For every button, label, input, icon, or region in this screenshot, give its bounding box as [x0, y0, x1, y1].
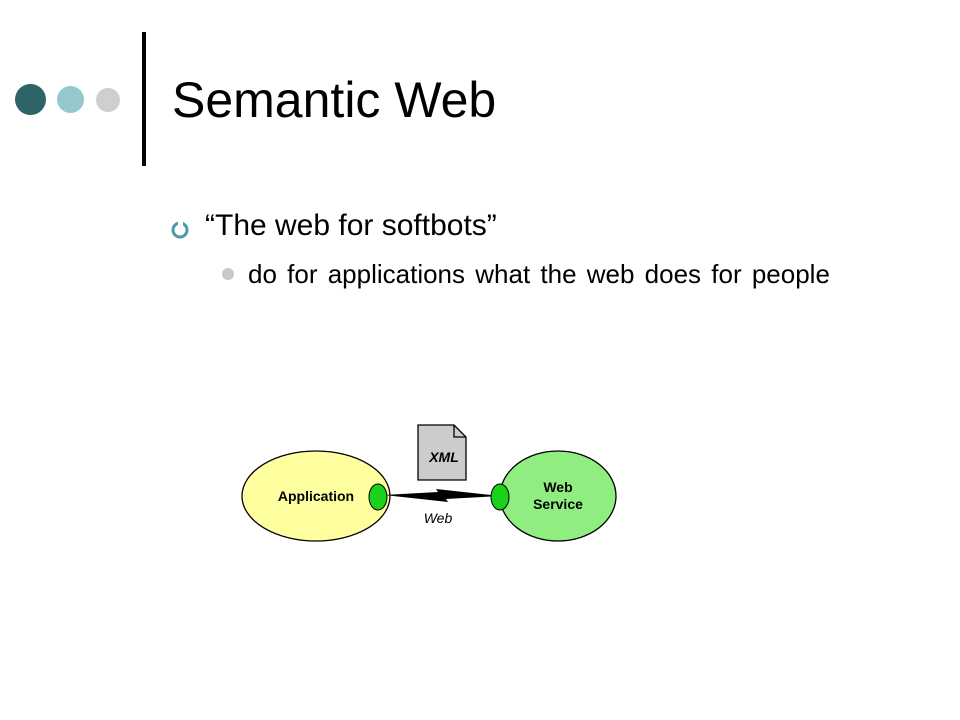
application-node [241, 450, 391, 542]
application-label: Application [278, 488, 354, 504]
web-service-label-line2: Service [533, 496, 583, 512]
link-label: Web [424, 510, 453, 526]
application-port [368, 483, 388, 511]
web-service-label-line1: Web [543, 479, 572, 495]
service-port [490, 483, 510, 511]
decor-dot-dark [15, 84, 46, 115]
web-service-diagram: Application Web Service Web XML [241, 424, 617, 542]
sub-bullet-marker-icon [222, 268, 234, 280]
sub-bullet-text: do for applications what the web does fo… [248, 259, 830, 289]
xml-document-label: XML [428, 449, 459, 465]
xml-document-icon: XML [417, 424, 467, 481]
title-divider [142, 32, 146, 166]
decor-dot-light [96, 88, 120, 112]
connection-bolt [384, 489, 500, 502]
decor-dot-mid [57, 86, 84, 113]
bullet-text: “The web for softbots” [205, 209, 497, 242]
bullet-marker-icon [171, 220, 189, 239]
slide-title: Semantic Web [172, 72, 497, 128]
